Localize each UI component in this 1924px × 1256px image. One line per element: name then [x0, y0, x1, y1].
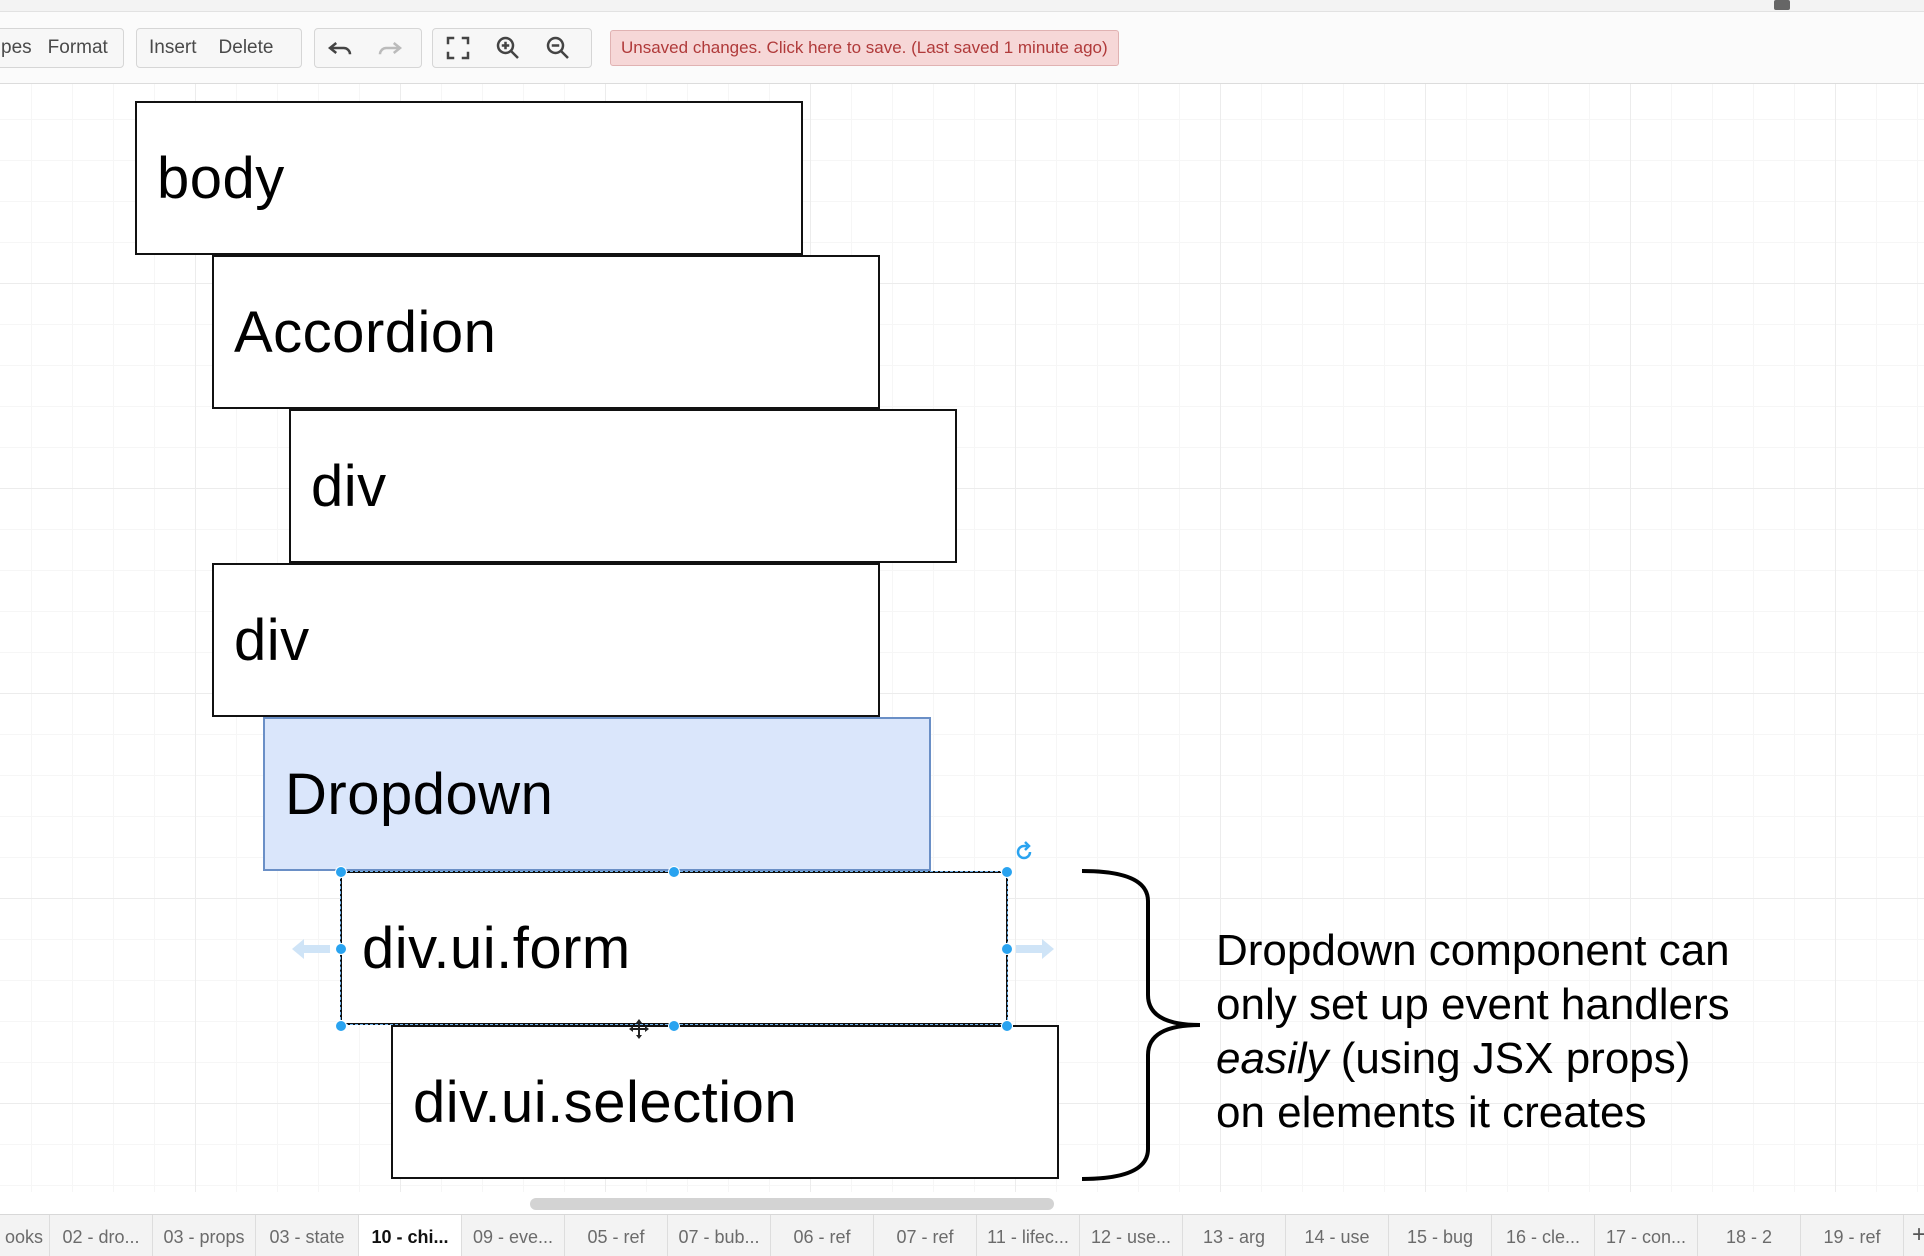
- box-div-inner[interactable]: div: [289, 409, 957, 563]
- unsaved-changes-notice[interactable]: Unsaved changes. Click here to save. (La…: [610, 30, 1119, 66]
- connect-arrow-right-icon[interactable]: [1014, 936, 1056, 962]
- box-accordion-label: Accordion: [234, 299, 497, 365]
- resize-handle-mid-e[interactable]: [1001, 943, 1013, 955]
- page-tab[interactable]: 15 - bug: [1389, 1215, 1492, 1256]
- undo-icon[interactable]: [315, 29, 365, 67]
- box-accordion[interactable]: Accordion: [212, 255, 880, 409]
- diagram-canvas[interactable]: body Accordion div div Dropdown div.ui.f…: [0, 84, 1924, 1192]
- page-tab[interactable]: 09 - eve...: [462, 1215, 565, 1256]
- box-div-inner-label: div: [311, 453, 387, 519]
- page-tab[interactable]: 06 - ref: [771, 1215, 874, 1256]
- box-body-label: body: [157, 145, 285, 211]
- box-div-ui-form[interactable]: div.ui.form: [340, 871, 1008, 1025]
- box-dropdown[interactable]: Dropdown: [263, 717, 931, 871]
- toolbar: pes Format Insert Delete Unsaved changes…: [0, 12, 1924, 84]
- insert-button[interactable]: Insert: [149, 37, 197, 58]
- resize-handle-nw[interactable]: [335, 866, 347, 878]
- page-tab[interactable]: 13 - arg: [1183, 1215, 1286, 1256]
- horizontal-scrollbar[interactable]: [530, 1198, 1054, 1210]
- zoom-in-icon[interactable]: [483, 29, 533, 67]
- page-tab[interactable]: 18 - 2: [1698, 1215, 1801, 1256]
- window-control-icon[interactable]: [1774, 0, 1790, 10]
- rotate-handle-icon[interactable]: [1012, 840, 1036, 864]
- page-tab[interactable]: 03 - props: [153, 1215, 256, 1256]
- box-body[interactable]: body: [135, 101, 803, 255]
- annotation-line-1: Dropdown component can: [1216, 926, 1730, 975]
- box-div-ui-selection[interactable]: div.ui.selection: [391, 1025, 1059, 1179]
- box-div-ui-selection-label: div.ui.selection: [413, 1069, 798, 1135]
- page-tab[interactable]: 12 - use...: [1080, 1215, 1183, 1256]
- page-tab[interactable]: 07 - ref: [874, 1215, 977, 1256]
- resize-handle-s[interactable]: [668, 1020, 680, 1032]
- menu-format[interactable]: Format: [47, 37, 108, 58]
- resize-handle-sw[interactable]: [335, 1020, 347, 1032]
- zoom-out-icon[interactable]: [533, 29, 583, 67]
- annotation-line-4: on elements it creates: [1216, 1088, 1647, 1137]
- window-top-strip: [0, 0, 1924, 12]
- view-group: [432, 28, 592, 68]
- annotation-line-2: only set up event handlers: [1216, 980, 1730, 1029]
- delete-button[interactable]: Delete: [218, 37, 274, 58]
- page-tab[interactable]: 11 - lifec...: [977, 1215, 1080, 1256]
- page-tab[interactable]: 05 - ref: [565, 1215, 668, 1256]
- resize-handle-ne[interactable]: [1001, 866, 1013, 878]
- annotation-line-3: easily (using JSX props): [1216, 1032, 1776, 1086]
- connect-arrow-left-icon[interactable]: [290, 936, 332, 962]
- menu-group: pes Format: [0, 28, 124, 68]
- menu-shapes[interactable]: pes: [1, 37, 32, 58]
- page-tab[interactable]: 10 - chi...: [359, 1215, 462, 1256]
- history-group: [314, 28, 422, 68]
- annotation-text[interactable]: Dropdown component can only set up event…: [1216, 924, 1776, 1140]
- box-div-label: div: [234, 607, 310, 673]
- page-tab[interactable]: 14 - use: [1286, 1215, 1389, 1256]
- resize-handle-se[interactable]: [1001, 1020, 1013, 1032]
- redo-icon[interactable]: [365, 29, 415, 67]
- page-tab[interactable]: 07 - bub...: [668, 1215, 771, 1256]
- curly-brace-shape[interactable]: [1080, 867, 1206, 1183]
- edit-group: Insert Delete: [136, 28, 302, 68]
- page-tab[interactable]: 19 - ref: [1801, 1215, 1904, 1256]
- move-cursor-icon: [629, 1019, 649, 1039]
- page-tab[interactable]: 16 - cle...: [1492, 1215, 1595, 1256]
- annotation-emphasis: easily: [1216, 1034, 1329, 1083]
- box-dropdown-label: Dropdown: [285, 761, 554, 827]
- box-div[interactable]: div: [212, 563, 880, 717]
- page-tab[interactable]: 17 - con...: [1595, 1215, 1698, 1256]
- fullscreen-icon[interactable]: [433, 29, 483, 67]
- box-div-ui-form-label: div.ui.form: [362, 915, 631, 981]
- annotation-line-3-rest: (using JSX props): [1328, 1034, 1691, 1083]
- page-tab[interactable]: ooks: [0, 1215, 50, 1256]
- page-tab[interactable]: 02 - dro...: [50, 1215, 153, 1256]
- resize-handle-mid-w[interactable]: [335, 943, 347, 955]
- page-tab[interactable]: 03 - state: [256, 1215, 359, 1256]
- resize-handle-n[interactable]: [668, 866, 680, 878]
- add-page-button[interactable]: +: [1904, 1215, 1924, 1256]
